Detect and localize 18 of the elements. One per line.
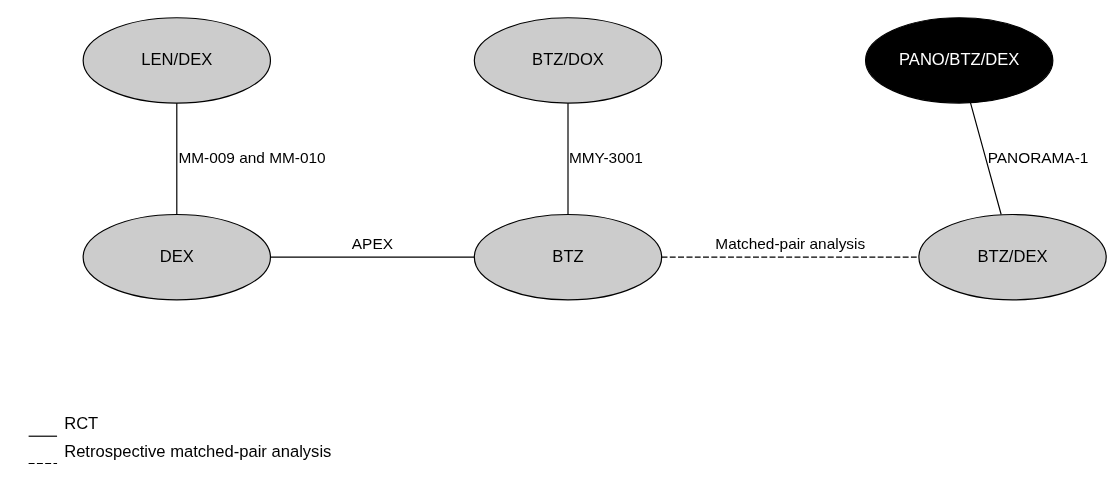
connector <box>567 102 569 215</box>
legend-label: RCT <box>64 414 99 434</box>
edge-label: APEX <box>351 235 393 253</box>
edge-label: PANORAMA-1 <box>987 148 1089 166</box>
edge-label: MM-009 and MM-010 <box>178 148 326 166</box>
connector <box>969 102 1002 216</box>
edge-label: MMY-3001 <box>568 148 643 166</box>
node-ellipse: PANO/BTZ/DEX <box>864 17 1054 104</box>
node-ellipse: DEX <box>82 213 272 301</box>
connector <box>269 256 475 258</box>
node-ellipse: BTZ <box>473 213 663 301</box>
edge-label: Matched-pair analysis <box>715 235 866 253</box>
node-ellipse: LEN/DEX <box>82 17 272 104</box>
node-ellipse: BTZ/DOX <box>473 17 663 104</box>
connector <box>661 256 920 258</box>
legend-label: Retrospective matched-pair analysis <box>64 441 332 461</box>
node-ellipse: BTZ/DEX <box>918 213 1107 301</box>
connector <box>176 102 178 215</box>
